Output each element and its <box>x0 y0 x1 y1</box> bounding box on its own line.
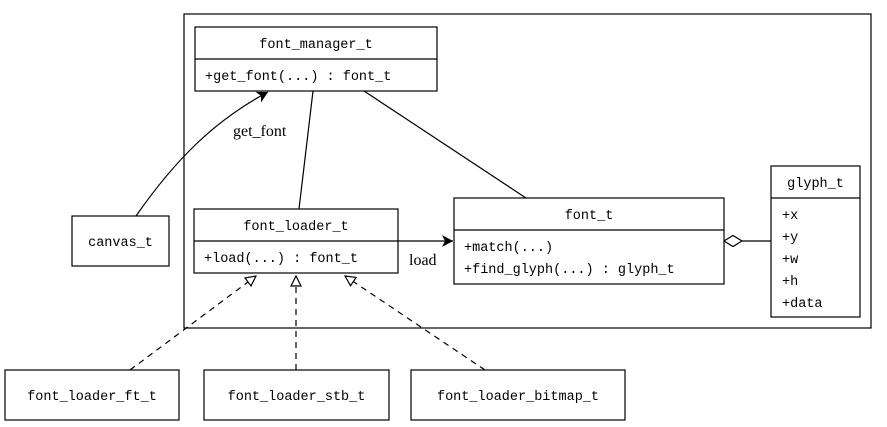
method-match: +match(...) <box>464 241 553 256</box>
field-y: +y <box>782 231 798 246</box>
method-get-font: +get_font(...) : font_t <box>205 70 391 85</box>
edge-ft-to-loader <box>129 276 256 371</box>
field-x: +x <box>782 209 798 224</box>
edge-bitmap-to-loader <box>345 276 486 371</box>
class-font-loader[interactable]: font_loader_t +load(...) : font_t <box>193 208 399 274</box>
class-name: font_manager_t <box>259 38 372 53</box>
edge-manager-to-loader <box>298 90 314 210</box>
class-name: canvas_t <box>88 236 153 251</box>
class-font-loader-ft[interactable]: font_loader_ft_t <box>4 369 180 421</box>
class-name: font_t <box>565 209 614 224</box>
class-name: glyph_t <box>787 177 844 192</box>
edge-canvas-to-manager <box>135 91 269 217</box>
class-font[interactable]: font_t +match(...) +find_glyph(...) : gl… <box>453 197 725 285</box>
edge-label-load: load <box>409 252 437 269</box>
edge-manager-to-font <box>363 90 527 199</box>
class-font-loader-bitmap[interactable]: font_loader_bitmap_t <box>410 369 626 421</box>
aggregation-diamond <box>722 234 744 248</box>
class-name: font_loader_bitmap_t <box>437 390 599 405</box>
class-name: font_loader_stb_t <box>228 390 366 405</box>
package-frame <box>183 13 872 329</box>
class-font-manager[interactable]: font_manager_t +get_font(...) : font_t <box>194 26 438 92</box>
field-data: +data <box>782 297 823 312</box>
field-h: +h <box>782 275 798 290</box>
class-font-loader-stb[interactable]: font_loader_stb_t <box>203 369 390 421</box>
class-canvas[interactable]: canvas_t <box>71 215 170 267</box>
class-name: font_loader_t <box>243 220 348 235</box>
class-name: font_loader_ft_t <box>27 390 157 405</box>
field-w: +w <box>782 253 798 268</box>
method-load: +load(...) : font_t <box>204 252 358 267</box>
method-find-glyph: +find_glyph(...) : glyph_t <box>464 263 675 278</box>
class-glyph[interactable]: glyph_t +x +y +w +h +data <box>770 165 861 318</box>
edge-label-get-font: get_font <box>233 123 287 140</box>
